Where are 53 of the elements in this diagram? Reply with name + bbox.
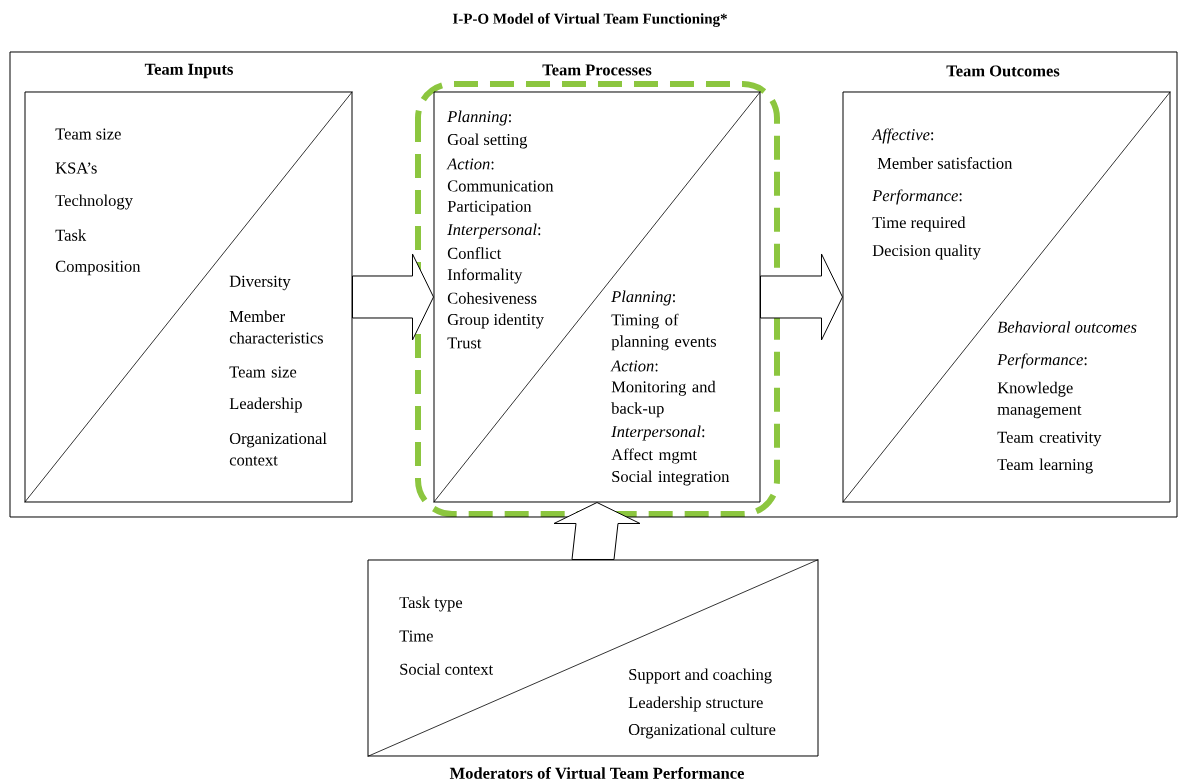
section-label: Behavioral outcomes [997, 321, 1137, 333]
list-item: Planning: [611, 290, 675, 306]
list-item: Affect mgmt [611, 448, 697, 464]
frame-box [9, 51, 1178, 518]
list-item: Group identity [447, 313, 544, 329]
list-item: Interpersonal: [611, 425, 705, 441]
list-item: Affective: [871, 128, 934, 144]
list-item: Trust [447, 337, 482, 349]
list-item: Social context [400, 663, 494, 675]
list-item: Member satisfaction [877, 157, 1013, 169]
diagram-title: I-P-O Model of Virtual Team Functioning* [452, 13, 727, 27]
list-item: Time required [872, 216, 966, 232]
list-item: Member characteristics [229, 310, 323, 344]
list-item: Action: [610, 360, 658, 372]
list-item: Organizational culture [628, 723, 776, 739]
list-item: Communication [447, 180, 554, 192]
list-item: Technology [55, 194, 133, 210]
list-item: Monitoring and back-up [611, 380, 716, 418]
list-item: Cohesiveness [447, 292, 537, 304]
block-arrow [352, 253, 434, 341]
list-item: Planning: [447, 110, 511, 126]
list-item: Team creativity [997, 431, 1102, 447]
box-heading: Team Inputs [144, 63, 233, 79]
list-item: Participation [447, 200, 532, 216]
list-item: Team size [55, 128, 121, 140]
list-item: Task [55, 229, 87, 241]
list-item: Conflict [447, 247, 502, 259]
list-item: Task type [399, 596, 463, 612]
list-item: Organizational context [229, 432, 327, 466]
list-item: Timing of planning events [611, 313, 716, 351]
list-item: Informality [447, 268, 523, 284]
list-item: Support and coaching [629, 668, 772, 684]
list-item: Leadership structure [628, 696, 763, 712]
list-item: Leadership [229, 397, 302, 413]
list-item: Knowledge management [997, 381, 1082, 419]
list-item: Interpersonal: [447, 223, 541, 239]
list-item: Team size [229, 366, 297, 378]
list-item: Composition [55, 260, 141, 276]
box-heading: Team Outcomes [946, 65, 1060, 77]
list-item: Goal setting [447, 133, 528, 149]
list-item: Team learning [997, 458, 1093, 474]
block-arrow [553, 502, 641, 560]
list-item: Diversity [229, 275, 291, 291]
block-arrow [760, 253, 843, 341]
box-heading: Team Processes [542, 64, 652, 76]
list-item: Action: [446, 158, 494, 170]
list-item: KSA’s [55, 162, 97, 174]
list-item: Social integration [612, 470, 730, 486]
box-heading: Moderators of Virtual Team Performance [449, 767, 744, 779]
list-item: Decision quality [872, 244, 981, 260]
list-item: Time [399, 630, 433, 642]
list-item: Performance: [997, 353, 1087, 369]
list-item: Performance: [872, 189, 962, 205]
